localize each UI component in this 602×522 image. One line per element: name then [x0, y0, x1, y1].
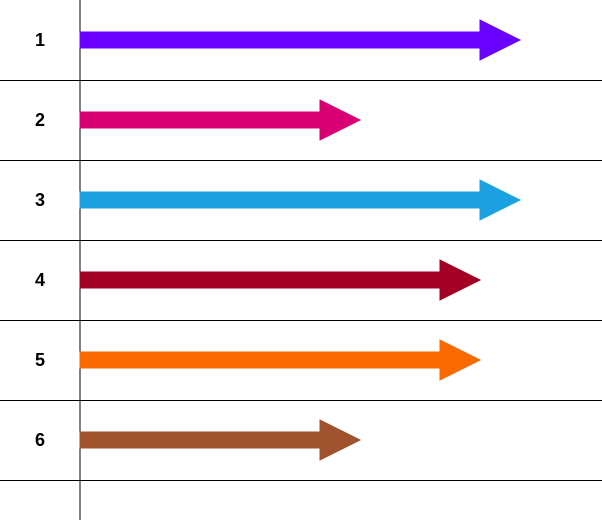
- arrow-6: [79, 419, 362, 461]
- arrow-3: [79, 179, 522, 221]
- row-label: 1: [35, 30, 45, 50]
- row-6: 6: [35, 419, 362, 461]
- row-label: 5: [35, 350, 45, 370]
- row-1: 1: [35, 19, 522, 61]
- arrow-rows: 1 2 3 4 5 6: [35, 19, 522, 461]
- arrow-5: [79, 339, 482, 381]
- row-4: 4: [35, 259, 482, 301]
- row-label: 3: [35, 190, 45, 210]
- row-5: 5: [35, 339, 482, 381]
- row-3: 3: [35, 179, 522, 221]
- arrow-1: [79, 19, 522, 61]
- row-label: 6: [35, 430, 45, 450]
- arrow-4: [79, 259, 482, 301]
- row-label: 2: [35, 110, 45, 130]
- arrow-2: [79, 99, 362, 141]
- row-2: 2: [35, 99, 362, 141]
- row-label: 4: [35, 270, 45, 290]
